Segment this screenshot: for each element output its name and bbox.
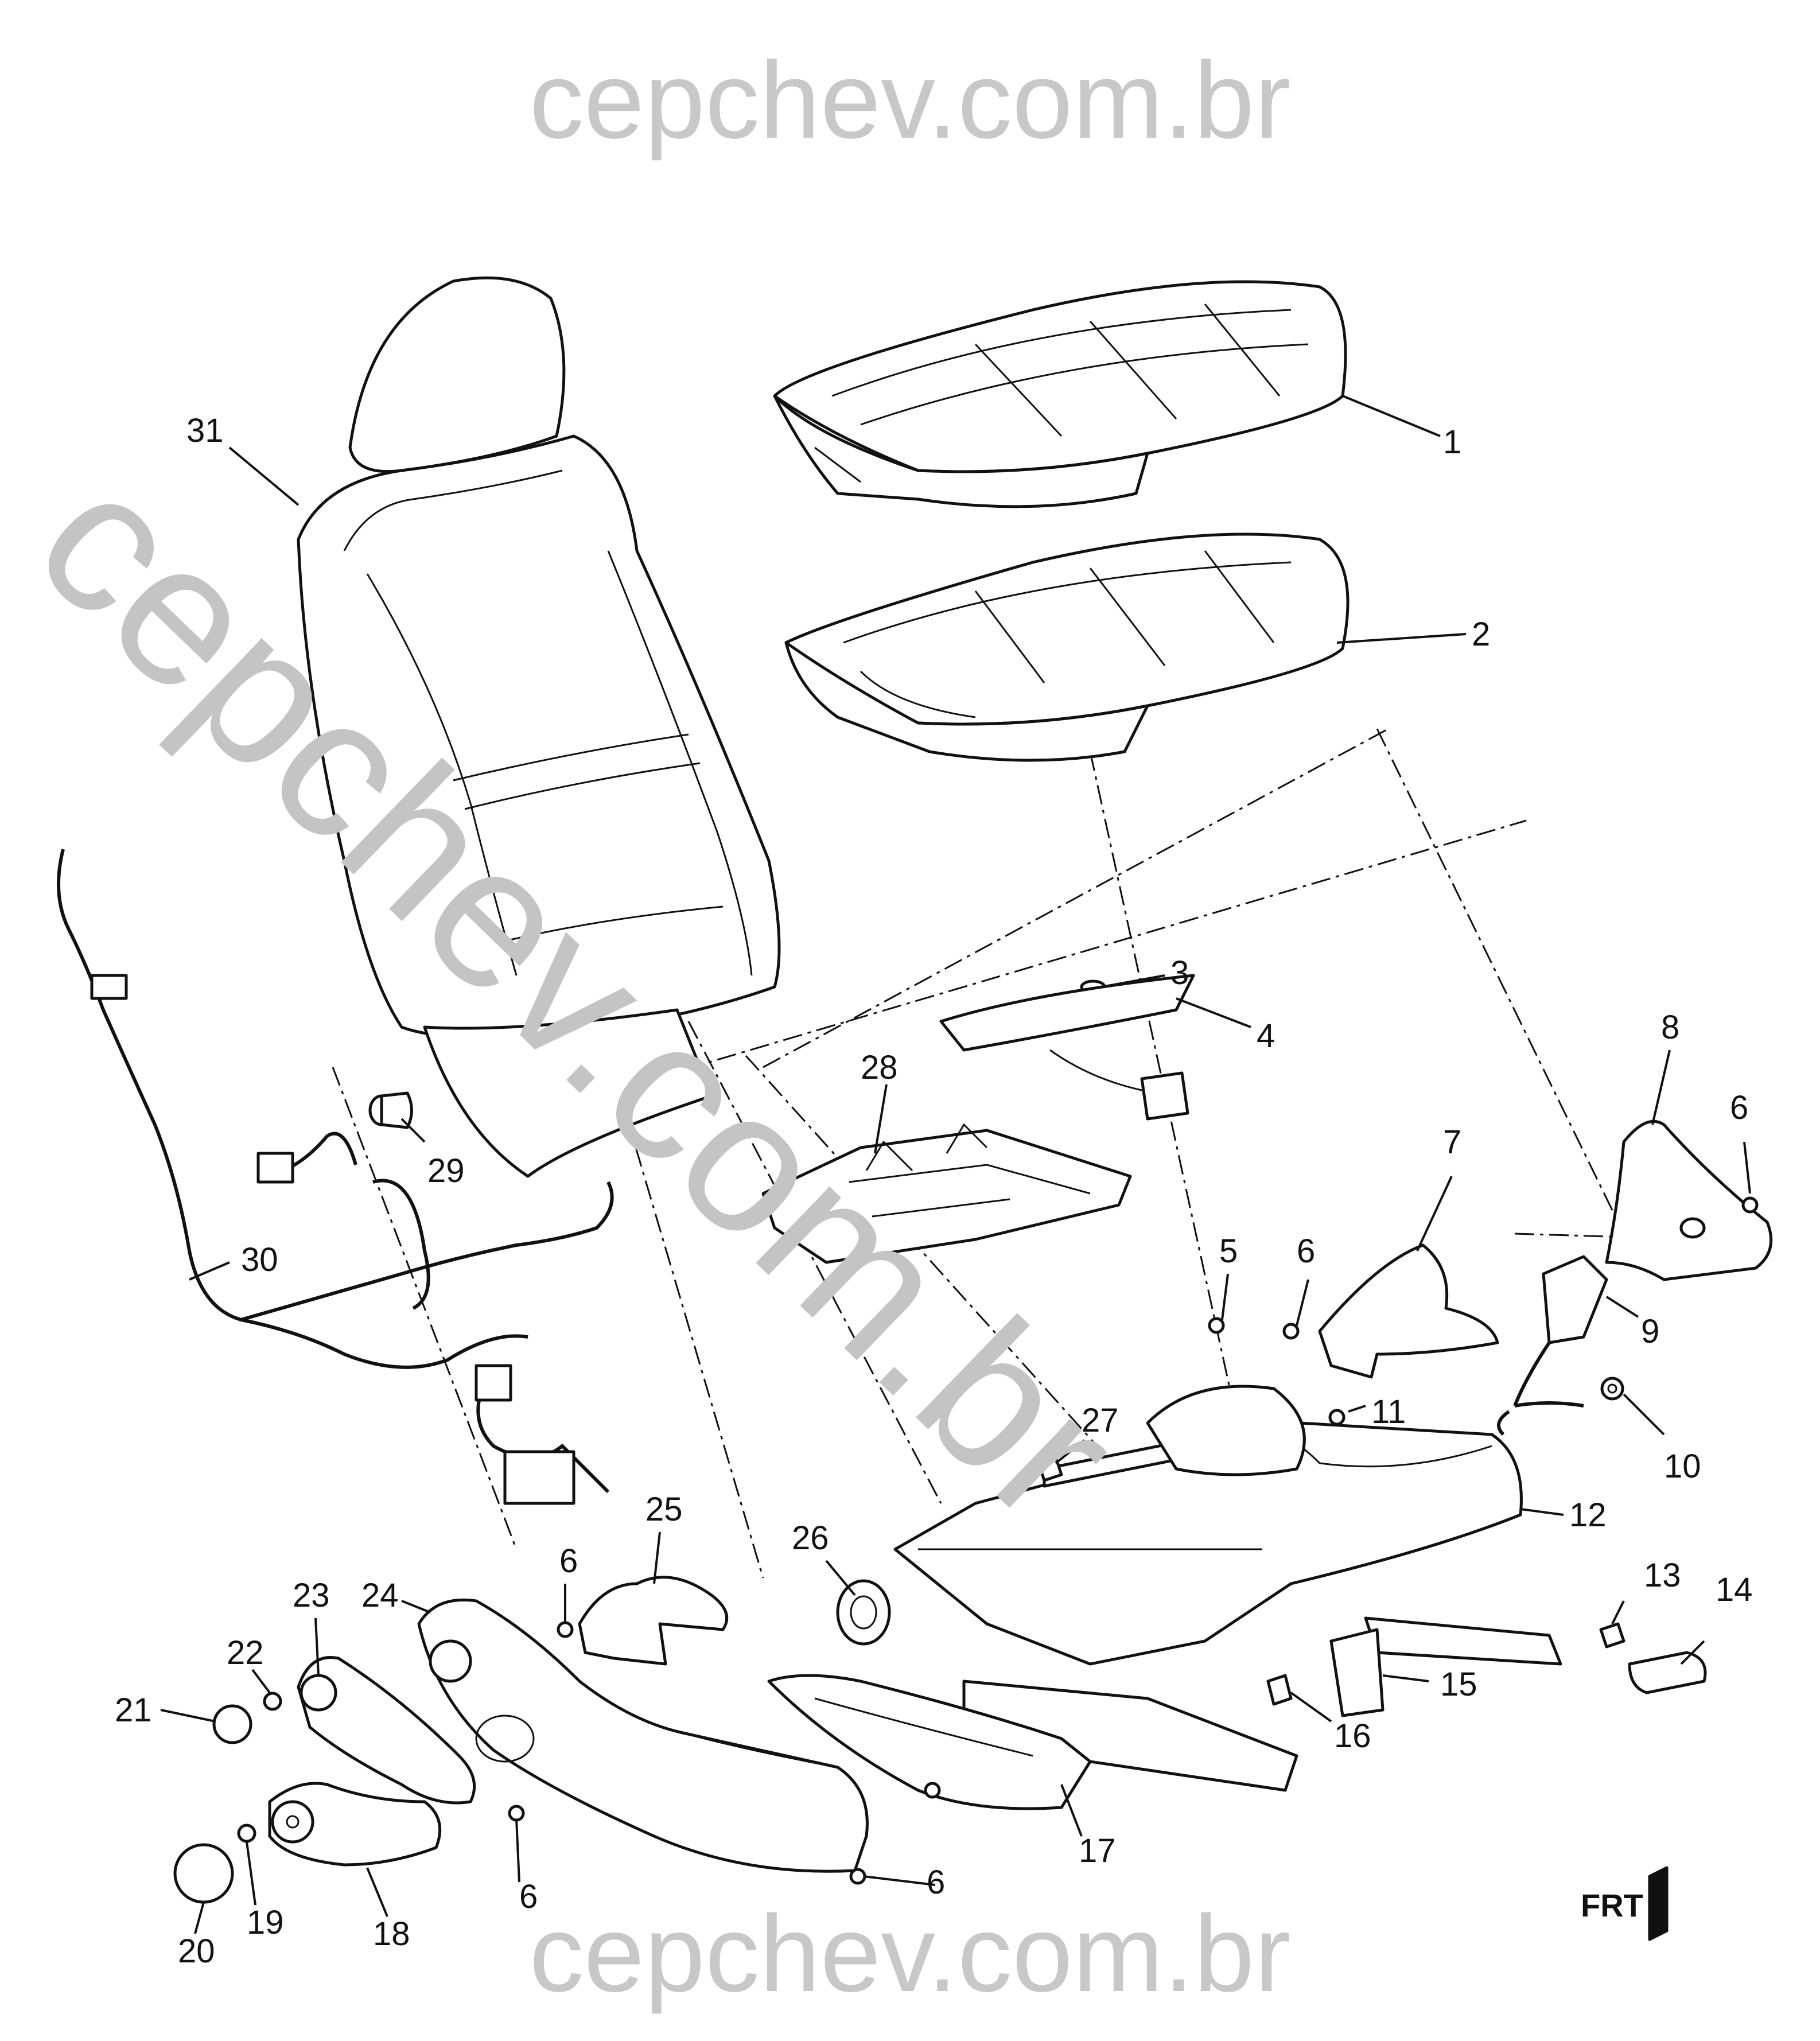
callout-6b: 6 (1730, 1089, 1748, 1126)
part-bracket-15 (1329, 1628, 1385, 1717)
part-seat-cushion-pad (784, 532, 1350, 762)
part-seat-cushion-cover (773, 280, 1347, 508)
callout-25: 25 (645, 1491, 683, 1528)
part-buckle-9 (1497, 1255, 1608, 1436)
callout-28: 28 (861, 1049, 898, 1086)
callout-29: 29 (427, 1152, 465, 1189)
callout-4: 4 (1257, 1017, 1275, 1055)
callout-27: 27 (1082, 1402, 1119, 1439)
callout-2: 2 (1472, 616, 1490, 653)
part-nut-10 (1600, 1377, 1624, 1401)
watermark-bottom: cepchev.com.br (529, 1893, 1291, 2015)
callout-9: 9 (1641, 1313, 1659, 1350)
part-bracket-7 (1318, 1243, 1499, 1379)
part-bushing-29 (368, 1091, 413, 1129)
callout-11: 11 (1371, 1393, 1406, 1430)
part-cap-21 (212, 1704, 252, 1744)
part-suspension-mat-28 (761, 1123, 1132, 1264)
callout-14: 14 (1716, 1571, 1753, 1608)
part-handle-cover-18 (268, 1782, 442, 1867)
callout-12: 12 (1569, 1496, 1607, 1534)
callout-20: 20 (178, 1933, 215, 1970)
callout-labels: 1 2 3 4 5 6 7 8 6 9 10 11 12 13 14 15 16… (115, 412, 1753, 1970)
part-outer-shield-24 (417, 1598, 869, 1873)
part-sensor-pad-4 (939, 974, 1195, 1121)
callout-21: 21 (115, 1692, 152, 1729)
callout-6c: 6 (559, 1542, 578, 1580)
callout-30: 30 (241, 1241, 278, 1278)
callout-16: 16 (1334, 1717, 1371, 1755)
part-inner-shield-17 (767, 1674, 1092, 1810)
callout-8: 8 (1661, 1009, 1679, 1046)
callout-23: 23 (293, 1577, 330, 1614)
callout-6e: 6 (519, 1878, 538, 1915)
callout-1: 1 (1443, 423, 1461, 461)
part-seat-back (297, 276, 781, 1178)
callout-15: 15 (1440, 1666, 1477, 1703)
part-cap-20 (173, 1843, 234, 1904)
callout-24: 24 (361, 1577, 399, 1614)
callout-18: 18 (373, 1915, 410, 1953)
leader-lines (160, 395, 1751, 1934)
frt-label: FRT (1581, 1887, 1643, 1923)
part-handle-14 (1628, 1651, 1707, 1694)
callout-17: 17 (1079, 1832, 1116, 1869)
watermark-top: cepchev.com.br (529, 40, 1291, 161)
callout-10: 10 (1664, 1448, 1701, 1485)
part-bracket-25 (578, 1576, 729, 1666)
callout-22: 22 (227, 1634, 264, 1671)
part-clip-13 (1599, 1622, 1625, 1649)
callout-5: 5 (1219, 1233, 1238, 1270)
part-screw-22 (263, 1692, 282, 1711)
front-orientation-marker: FRT (1581, 1866, 1669, 1941)
part-arm-cover-23 (297, 1656, 476, 1805)
callout-7: 7 (1443, 1123, 1461, 1161)
part-seat-frame-12 (893, 1385, 1523, 1666)
part-clip-16 (1266, 1674, 1293, 1706)
callout-13: 13 (1644, 1557, 1681, 1594)
part-screw-19 (237, 1824, 256, 1843)
callout-6d: 6 (927, 1864, 945, 1901)
callout-3: 3 (1170, 954, 1189, 992)
callout-26: 26 (792, 1519, 829, 1557)
part-recliner-cover-8 (1605, 1119, 1773, 1281)
callout-31: 31 (186, 412, 224, 449)
part-wiring-harness-30 (57, 849, 614, 1505)
callout-19: 19 (247, 1904, 284, 1941)
part-recliner-26 (836, 1579, 891, 1646)
callout-6a: 6 (1297, 1233, 1315, 1270)
